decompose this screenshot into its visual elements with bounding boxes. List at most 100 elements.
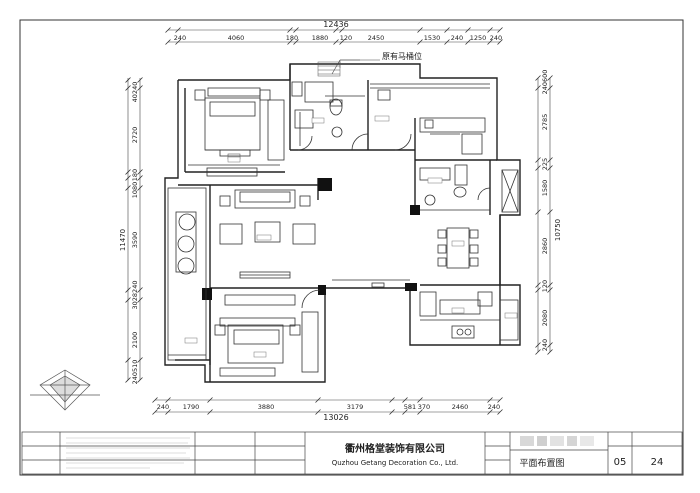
top-dims-label: 240: [174, 34, 186, 42]
dimension-tick: [535, 287, 541, 293]
columns: [202, 178, 420, 300]
top-dims-label: 120: [340, 34, 352, 42]
bottom-dims-label: 3880: [258, 403, 275, 411]
right-dims-label: 2785: [541, 114, 549, 131]
dimension-tick: [165, 27, 171, 33]
shower-hatch: [317, 59, 360, 77]
bottom-dims-label: 1790: [183, 403, 200, 411]
dimension-tick: [497, 397, 503, 403]
left-dims-label: 2720: [131, 127, 139, 144]
dimension-tick: [444, 39, 450, 45]
left-dims-label: 40240: [131, 82, 139, 103]
dimension-tick: [137, 287, 143, 293]
right-dims-label: 1580: [541, 180, 549, 197]
right-dims-label: 240600: [541, 70, 549, 95]
dimension-tick: [402, 409, 408, 415]
dimension-tick: [547, 85, 553, 91]
top-dims-label: 240: [490, 34, 502, 42]
drawing-title: 平面布置图: [519, 457, 564, 469]
room-tags: [184, 115, 518, 358]
left-dims-label: 180: [131, 169, 139, 181]
dimension-tick: [152, 397, 158, 403]
bottom-dims-label: 240: [488, 403, 500, 411]
dimension-tick: [389, 409, 395, 415]
dimension-tick: [487, 39, 493, 45]
title-block: [21, 431, 683, 475]
dimension-tick: [547, 157, 553, 163]
dimension-tick: [417, 409, 423, 415]
dimension-tick: [417, 27, 423, 33]
dimension-tick: [207, 397, 213, 403]
dimension-tick: [497, 39, 503, 45]
dimension-tick: [125, 175, 131, 181]
study-room: [419, 291, 519, 341]
dimension-tick: [389, 397, 395, 403]
dimension-tick: [535, 165, 541, 171]
dimension-tick: [137, 377, 143, 383]
dimension-tick: [333, 27, 339, 33]
bottom-dims-label: 2460: [452, 403, 469, 411]
left-dims-label: 1080: [131, 182, 139, 199]
dimension-tick: [207, 409, 213, 415]
dimension-tick: [339, 39, 345, 45]
left-dims-label: 3028240: [131, 281, 139, 310]
dimension-tick: [287, 27, 293, 33]
dimension-tick: [125, 185, 131, 191]
dimension-tick: [497, 409, 503, 415]
right-dims-label: 2860: [541, 238, 549, 255]
overall-width-top: 12436: [323, 20, 348, 29]
dimension-ticks: [125, 27, 553, 415]
dimension-tick: [547, 165, 553, 171]
dimension-tick: [547, 282, 553, 288]
dimension-tick: [137, 357, 143, 363]
utility-room: [419, 164, 519, 213]
bottom-dims-label: 240: [157, 403, 169, 411]
original-toilet-note: 原有马桶位: [382, 51, 422, 61]
dimension-tick: [535, 349, 541, 355]
dimension-tick: [465, 39, 471, 45]
top-dims-label: 240: [451, 34, 463, 42]
top-dims-label: 1880: [312, 34, 329, 42]
dimension-tick: [152, 409, 158, 415]
dimension-tick: [137, 175, 143, 181]
dimension-tick: [417, 397, 423, 403]
overall-width-bottom: 13026: [323, 413, 348, 422]
dimension-tick: [547, 342, 553, 348]
bathroom: [291, 81, 369, 151]
company-name-cn: 衢州格堂装饰有限公司: [345, 442, 445, 455]
dimension-tick: [547, 349, 553, 355]
kitchen: [370, 83, 490, 155]
dimension-tick: [293, 27, 299, 33]
bottom-dims-label: 370: [418, 403, 430, 411]
left-dims-label: 2100: [131, 332, 139, 349]
top-dims-label: 2450: [368, 34, 385, 42]
dimension-tick: [444, 27, 450, 33]
dimension-tick: [175, 27, 181, 33]
left-dims-label: 3590: [131, 232, 139, 249]
dimension-lines: [127, 29, 551, 413]
dimension-tick: [547, 209, 553, 215]
right-dims-label: 120: [541, 280, 549, 292]
dimension-tick: [339, 27, 345, 33]
left-dims-label: 240510: [131, 360, 139, 385]
dimension-tick: [125, 77, 131, 83]
dimension-tick: [137, 77, 143, 83]
second-bedroom: [214, 289, 321, 377]
top-dims-label: 180: [286, 34, 298, 42]
dining-area: [332, 227, 479, 288]
living-room: [219, 189, 316, 279]
dimension-tick: [487, 27, 493, 33]
dimension-tick: [497, 27, 503, 33]
dimension-tick: [137, 185, 143, 191]
dimension-tick: [125, 377, 131, 383]
dimension-tick: [402, 397, 408, 403]
bottom-dims-label: 581: [404, 403, 416, 411]
dimension-tick: [535, 157, 541, 163]
right-dims-label: 2080: [541, 310, 549, 327]
master-bedroom: [188, 87, 285, 177]
dimension-tick: [137, 85, 143, 91]
dimension-tick: [547, 287, 553, 293]
